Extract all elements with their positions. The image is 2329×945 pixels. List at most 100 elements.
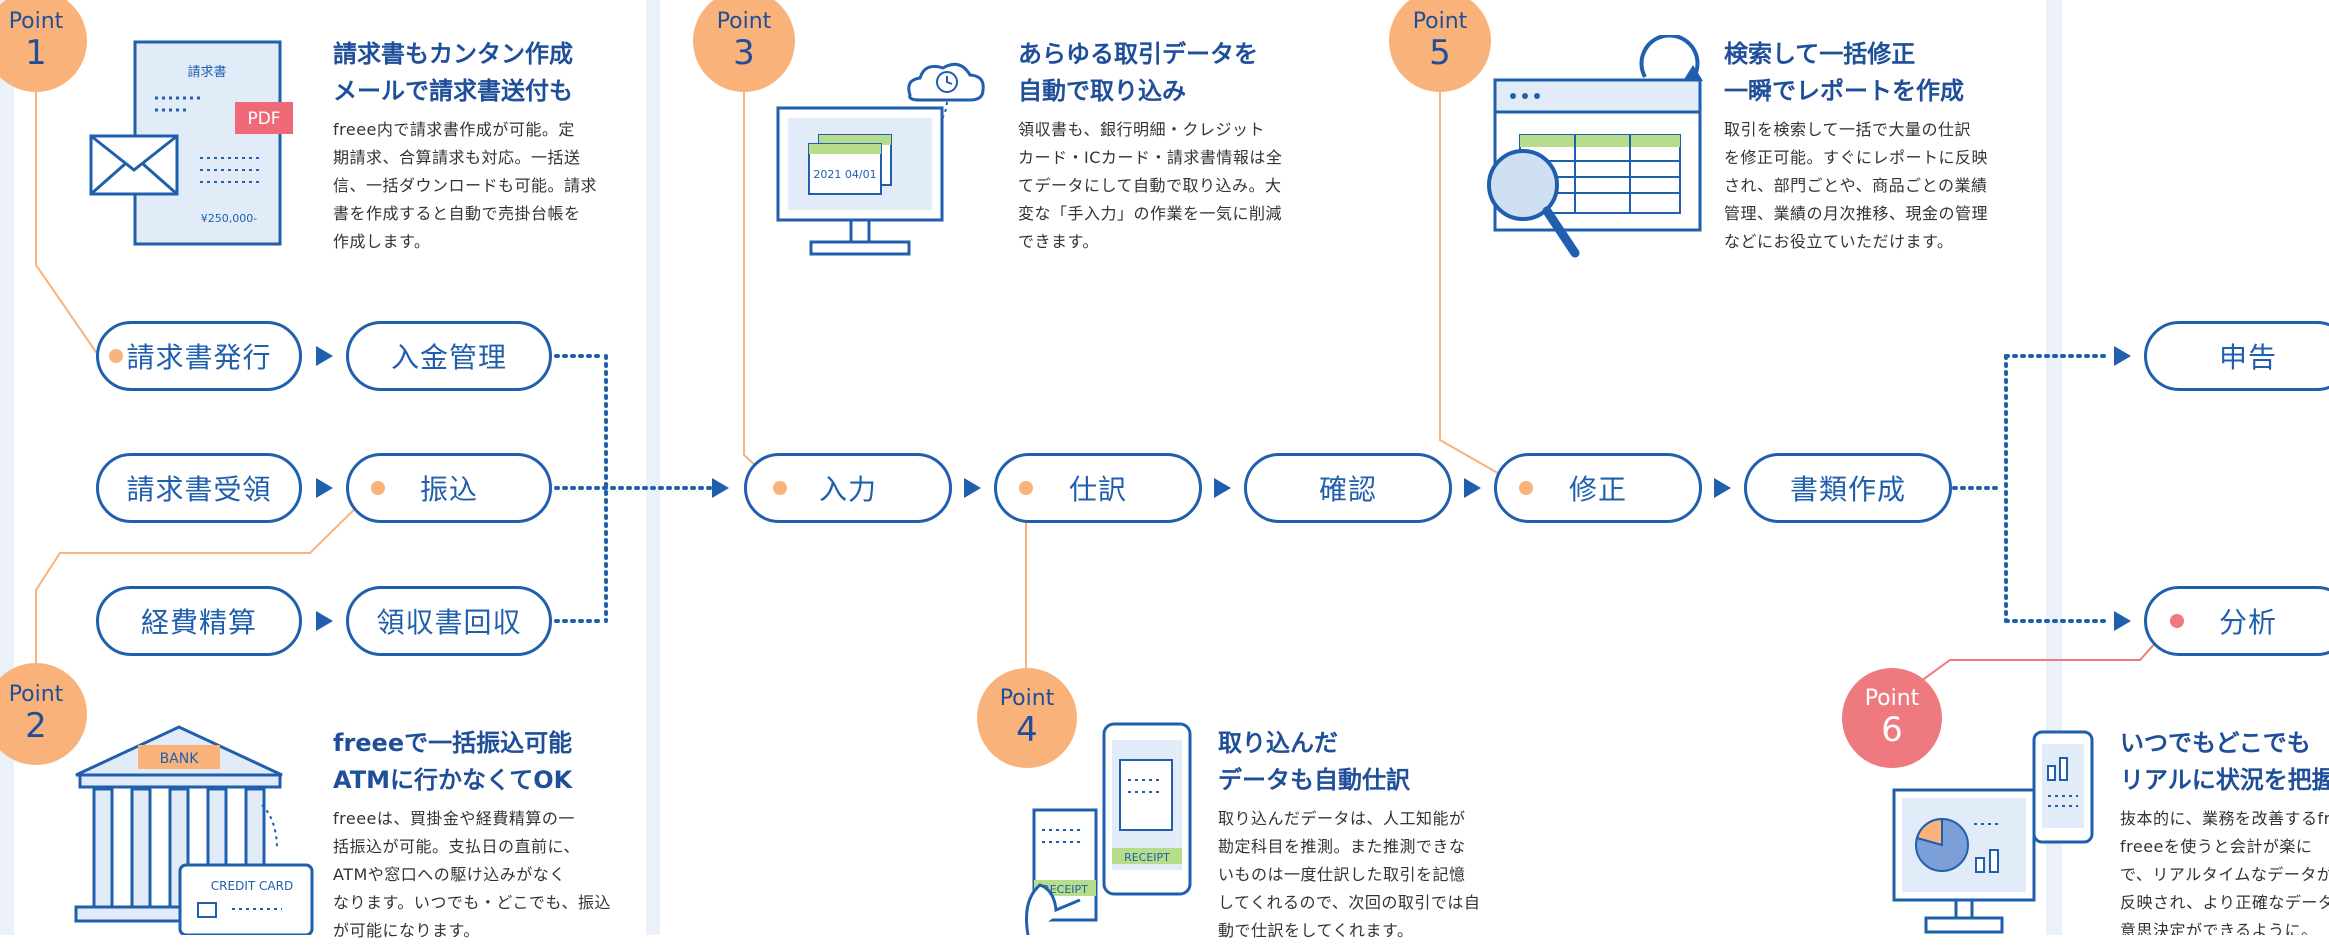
- dashboard-phone-icon: [1892, 788, 2036, 934]
- receipt-tag-paper: RECEIPT: [1042, 883, 1088, 896]
- point-number: 1: [25, 33, 47, 73]
- body-line: freee内で請求書作成が可能。定: [333, 120, 575, 139]
- title-line: 取り込んだ: [1218, 729, 1338, 757]
- title-line: あらゆる取引データを: [1018, 40, 1258, 68]
- body-line: freeeは、買掛金や経費精算の一: [333, 809, 575, 828]
- title-line: いつでもどこでも: [2120, 729, 2311, 757]
- body-line: 管理、業績の月次推移、現金の管理: [1724, 204, 1989, 223]
- point-6-clip: いつでもどこでも リアルに状況を把握 抜本的に、業務を改善するfreee fre…: [2120, 725, 2329, 935]
- arrow-right: [1464, 478, 1481, 498]
- center-divider-right: [2046, 0, 2062, 935]
- receipt-tag-phone: RECEIPT: [1124, 851, 1170, 864]
- phone-receipt-icon: RECEIPT RECEIPT: [1025, 722, 1192, 935]
- arrow-right: [316, 346, 333, 366]
- bank-sign: BANK: [160, 751, 200, 767]
- point-6-title: いつでもどこでも リアルに状況を把握: [2120, 725, 2329, 799]
- step-filing: 申告: [2144, 321, 2329, 391]
- body-line: 抜本的に、業務を改善するfreee: [2120, 809, 2329, 828]
- body-line: 反映され、より正確なデータ: [2120, 893, 2329, 912]
- title-line: freeeで一括振込可能: [333, 729, 573, 757]
- step-check: 確認: [1244, 453, 1452, 523]
- point-1-body: freee内で請求書作成が可能。定 期請求、合算請求も対応。一括送 信、一括ダウ…: [333, 116, 597, 256]
- point-number: 4: [1016, 710, 1038, 750]
- body-line: freeeを使うと会計が楽に: [2120, 837, 2313, 856]
- point-2-title: freeeで一括振込可能 ATMに行かなくてOK: [333, 725, 572, 799]
- body-line: なります。いつでも・どこでも、振込: [333, 893, 611, 912]
- point-6-body: 抜本的に、業務を改善するfreee freeeを使うと会計が楽に で、リアルタイ…: [2120, 805, 2329, 935]
- body-line: を修正可能。すぐにレポートに反映: [1724, 148, 1989, 167]
- point-badge-3: Point 3: [693, 0, 795, 92]
- point-5-body: 取引を検索して一括で大量の仕訳 を修正可能。すぐにレポートに反映 され、部門ごと…: [1724, 116, 1988, 256]
- arrow-right: [1214, 478, 1231, 498]
- body-line: ATMや窓口への駆け込みがなく: [333, 865, 566, 884]
- body-line: され、部門ごとや、商品ごとの業績: [1724, 176, 1988, 195]
- arrow-right: [2114, 346, 2131, 366]
- point-label: Point: [999, 686, 1055, 711]
- point-number: 3: [733, 33, 755, 73]
- invoice-title: 請求書: [187, 65, 226, 80]
- arrow-right: [964, 478, 981, 498]
- title-line: リアルに状況を把握: [2120, 766, 2329, 794]
- arrow-right: [712, 478, 729, 498]
- step-invoice-issue: 請求書発行: [96, 321, 302, 391]
- arrow-right: [316, 611, 333, 631]
- body-line: してくれるので、次回の取引では自: [1218, 893, 1481, 912]
- invoice-mail-icon: 請求書 PDF ¥250,000-: [89, 40, 293, 246]
- search-report-icon: [1487, 35, 1703, 258]
- point-label: Point: [716, 9, 772, 34]
- arrow-right: [316, 478, 333, 498]
- arrow-right: [2114, 611, 2131, 631]
- point-badge-4: Point 4: [977, 668, 1077, 768]
- step-receipt-collect: 領収書回収: [346, 586, 552, 656]
- step-invoice-receive: 請求書受領: [96, 453, 302, 523]
- body-line: できます。: [1018, 232, 1099, 251]
- smartphone-icon: [2032, 730, 2094, 844]
- body-line: 意思決定ができるように。: [2120, 921, 2318, 935]
- title-line: 一瞬でレポートを作成: [1724, 77, 1964, 105]
- pdf-tag: PDF: [247, 109, 280, 129]
- body-line: 作成します。: [333, 232, 431, 251]
- point-3-body: 領収書も、銀行明細・クレジット カード・ICカード・請求書情報は全 てデータにし…: [1018, 116, 1282, 256]
- body-line: 書を作成すると自動で売掛台帳を: [333, 204, 581, 223]
- body-line: いものは一度仕訳した取引を記憶: [1218, 865, 1466, 884]
- body-line: 信、一括ダウンロードも可能。請求: [333, 176, 598, 195]
- body-line: カード・ICカード・請求書情報は全: [1018, 148, 1283, 167]
- step-docs: 書類作成: [1744, 453, 1952, 523]
- point-3-title: あらゆる取引データを 自動で取り込み: [1018, 36, 1258, 110]
- point-label: Point: [1864, 686, 1920, 711]
- title-line: データも自動仕訳: [1218, 766, 1410, 794]
- title-line: 検索して一括修正: [1724, 40, 1916, 68]
- body-line: てデータにして自動で取り込み。大: [1018, 176, 1282, 195]
- step-journal: 仕訳: [994, 453, 1202, 523]
- point-number: 2: [25, 706, 47, 746]
- point-4-title: 取り込んだ データも自動仕訳: [1218, 725, 1410, 799]
- point-number: 6: [1881, 710, 1903, 750]
- body-line: 期請求、合算請求も対応。一括送: [333, 148, 581, 167]
- point-2-body: freeeは、買掛金や経費精算の一 括振込が可能。支払日の直前に、 ATMや窓口…: [333, 805, 611, 945]
- body-line: 動で仕訳をしてくれます。: [1218, 921, 1414, 940]
- step-payment-management: 入金管理: [346, 321, 552, 391]
- date-card: 2021 04/01: [813, 168, 876, 181]
- point-number: 5: [1429, 33, 1451, 73]
- invoice-amount: ¥250,000-: [201, 212, 257, 225]
- title-line: 請求書もカンタン作成: [333, 40, 573, 68]
- point-5-title: 検索して一括修正 一瞬でレポートを作成: [1724, 36, 1964, 110]
- point-badge-2: Point 2: [0, 663, 87, 765]
- arrow-right: [1714, 478, 1731, 498]
- body-line: 括振込が可能。支払日の直前に、: [333, 837, 581, 856]
- point-1-title: 請求書もカンタン作成 メールで請求書送付も: [333, 36, 573, 110]
- body-line: 領収書も、銀行明細・クレジット: [1018, 120, 1266, 139]
- body-line: で、リアルタイムなデータが: [2120, 865, 2329, 884]
- point-label: Point: [1412, 9, 1468, 34]
- body-line: 変な「手入力」の作業を一気に削減: [1018, 204, 1283, 223]
- monitor-cloud-icon: 2021 04/01: [776, 62, 985, 256]
- body-line: 取り込んだデータは、人工知能が: [1218, 809, 1466, 828]
- body-line: などにお役立ていただけます。: [1724, 232, 1954, 251]
- point-label: Point: [8, 9, 64, 34]
- body-line: 取引を検索して一括で大量の仕訳: [1724, 120, 1972, 139]
- title-line: ATMに行かなくてOK: [333, 766, 573, 794]
- credit-card-label: CREDIT CARD: [211, 879, 293, 893]
- center-divider-left: [646, 0, 660, 935]
- title-line: 自動で取り込み: [1018, 77, 1186, 105]
